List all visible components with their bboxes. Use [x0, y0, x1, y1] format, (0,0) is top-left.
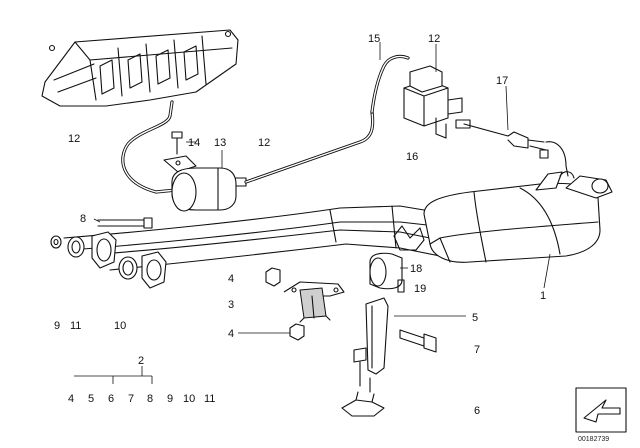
legend-parent: 2	[138, 355, 144, 367]
callout-17: 17	[496, 75, 508, 87]
callout-19: 19	[414, 283, 426, 295]
callout-12-left: 12	[68, 133, 80, 145]
callout-9: 9	[54, 320, 60, 332]
callout-18: 18	[410, 263, 422, 275]
callout-6: 6	[474, 405, 480, 417]
rubber-stop-lower	[289, 323, 305, 341]
callout-15: 15	[368, 33, 380, 45]
leader-lines	[74, 42, 551, 384]
callout-7: 7	[474, 344, 480, 356]
rubber-stop-upper	[265, 267, 281, 287]
hose-15	[370, 54, 410, 114]
legend-item-4: 8	[147, 393, 153, 405]
callout-4-upper: 4	[228, 273, 234, 285]
legend-item-7: 11	[204, 393, 215, 405]
vacuum-hose-long	[244, 110, 375, 184]
charcoal-canister	[163, 155, 247, 212]
intake-manifold	[41, 29, 239, 107]
nut-19	[397, 279, 405, 293]
callout-11: 11	[70, 320, 81, 332]
callout-8: 8	[80, 213, 86, 225]
oxygen-sensor	[463, 123, 569, 177]
hanger-bracket	[283, 281, 345, 323]
callout-4-lower: 4	[228, 328, 234, 340]
callout-3: 3	[228, 299, 234, 311]
bracket-6	[341, 391, 385, 417]
callout-5: 5	[472, 312, 478, 324]
callout-12-mid: 12	[258, 137, 270, 149]
callout-10: 10	[114, 320, 126, 332]
bolt-14	[171, 131, 183, 155]
legend-item-5: 9	[167, 393, 173, 405]
vacuum-hose-left	[121, 100, 178, 194]
bolt-7	[399, 329, 437, 353]
callout-1: 1	[540, 290, 546, 302]
legend-item-1: 5	[88, 393, 94, 405]
legend-item-0: 4	[68, 393, 74, 405]
callout-12-top: 12	[428, 33, 440, 45]
rubber-mount-18	[369, 252, 403, 290]
front-flanges	[50, 231, 167, 289]
rear-silencer	[423, 171, 613, 263]
orientation-box: 00182739	[575, 387, 627, 443]
bolt-8	[97, 217, 153, 229]
pipe-clamp	[393, 225, 425, 251]
callout-16: 16	[406, 151, 418, 163]
bracket-5	[353, 297, 389, 393]
callouts: 12 14 13 12 15 12 17 16 8 1 18 19 4 3 4 …	[54, 33, 546, 417]
callout-13: 13	[214, 137, 226, 149]
legend-item-3: 7	[128, 393, 134, 405]
callout-14: 14	[188, 137, 200, 149]
doc-number: 00182739	[578, 436, 609, 443]
legend-item-6: 10	[183, 393, 195, 405]
kit-legend: 2 4 5 6 7 8 9 10 11	[68, 355, 215, 405]
legend-item-2: 6	[108, 393, 114, 405]
solenoid-valve	[403, 65, 471, 139]
